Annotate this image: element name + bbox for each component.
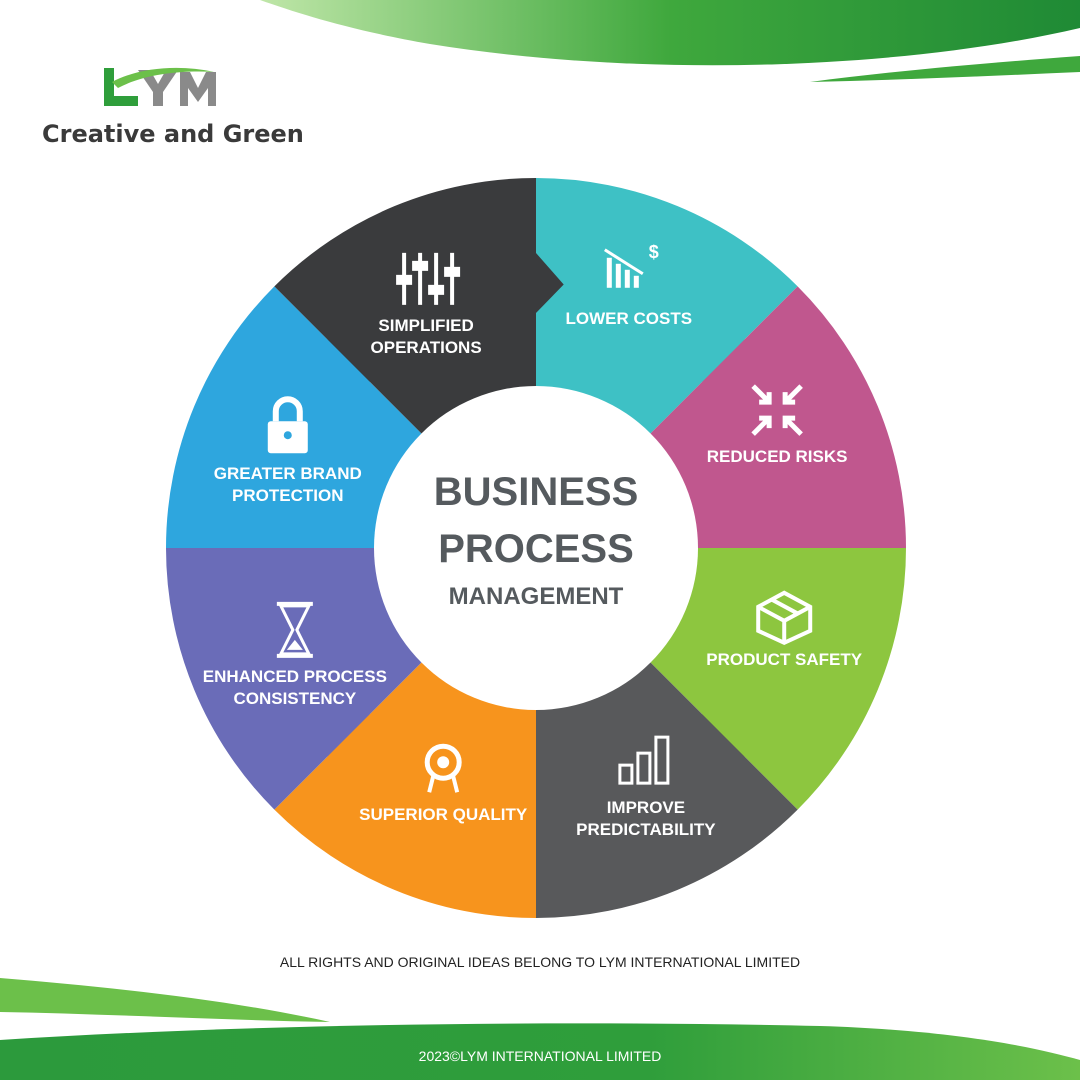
segment-6-label-line-2: CONSISTENCY: [233, 689, 356, 708]
segment-2-label-line-1: REDUCED RISKS: [707, 447, 848, 466]
bottom-swoosh: [0, 1023, 1080, 1080]
segment-4-label-line-2: PREDICTABILITY: [576, 820, 716, 839]
bottom-left-swoosh: [0, 978, 330, 1022]
rights-notice: ALL RIGHTS AND ORIGINAL IDEAS BELONG TO …: [279, 954, 801, 970]
equalizer-sliders-icon: [396, 252, 461, 305]
segment-8: [274, 178, 564, 435]
segment-6: [166, 520, 423, 810]
center-title-line2: PROCESS: [438, 527, 634, 571]
segment-4: [508, 661, 798, 918]
segment-7-label-line-2: PROTECTION: [232, 486, 343, 505]
center-circle: [374, 386, 698, 710]
hourglass-icon: [276, 601, 313, 658]
segment-1-label-line-1: LOWER COSTS: [566, 309, 693, 328]
segment-3-label-line-1: PRODUCT SAFETY: [706, 650, 863, 669]
converging-arrows-icon: [751, 384, 803, 436]
package-box-icon: [756, 590, 813, 646]
copyright-notice: 2023©LYM INTERNATIONAL LIMITED: [418, 1048, 662, 1064]
brand-tagline: Creative and Green: [42, 120, 304, 148]
lym-logo-icon: [104, 67, 216, 106]
padlock-icon: [267, 396, 308, 454]
center-title-line1: BUSINESS: [434, 470, 639, 514]
top-swoosh: [260, 0, 1080, 66]
segment-8-label-line-1: SIMPLIFIED: [378, 316, 473, 335]
bar-chart-icon: [618, 735, 670, 785]
segment-2: [649, 286, 907, 576]
segment-4-label-line-1: IMPROVE: [607, 798, 685, 817]
wheel-segments: $ LOWER COSTS REDUCED RISKS PRODUCT SAFETY I…: [166, 178, 907, 918]
center-title-line3: MANAGEMENT: [449, 583, 624, 610]
segment-5-label-line-1: SUPERIOR QUALITY: [359, 805, 528, 824]
brand-logo: Creative and Green: [40, 62, 304, 162]
falling-cost-chart-icon: $: [604, 242, 659, 288]
segment-6-label-line-1: ENHANCED PROCESS: [203, 667, 387, 686]
award-badge-icon: [424, 743, 462, 793]
segment-7-label-line-1: GREATER BRAND: [214, 464, 362, 483]
segment-8-label-line-2: OPERATIONS: [371, 338, 482, 357]
svg-text:$: $: [649, 242, 659, 262]
top-right-sliver: [810, 56, 1080, 82]
